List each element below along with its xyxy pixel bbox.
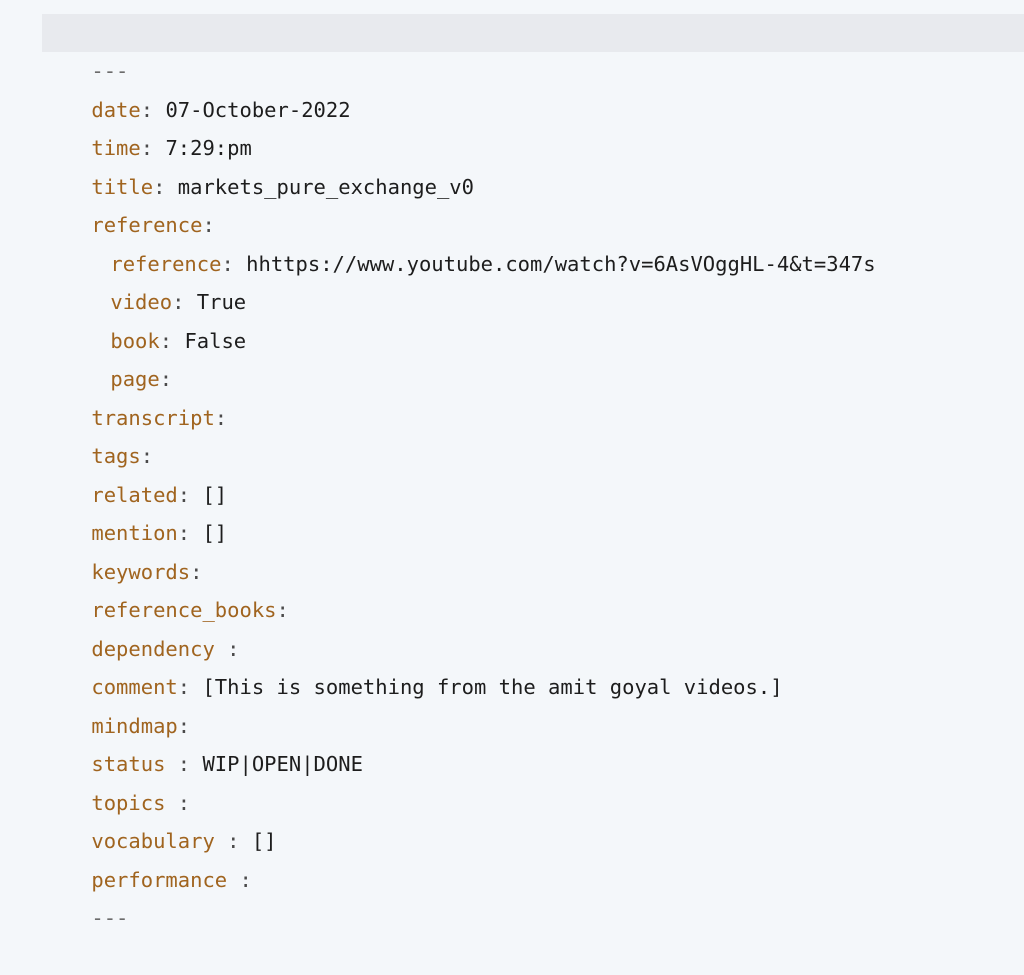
yaml-line-title[interactable]: title: markets_pure_exchange_v0 — [42, 130, 1024, 199]
yaml-separator: : — [214, 637, 240, 661]
yaml-separator: : — [140, 444, 154, 468]
yaml-line-transcript[interactable]: transcript: — [42, 361, 1024, 430]
yaml-key: time — [91, 136, 141, 160]
yaml-value: [] — [251, 829, 277, 853]
yaml-line-status[interactable]: status : WIP|OPEN|DONE — [42, 707, 1024, 776]
yaml-separator: : — [177, 675, 203, 699]
yaml-separator: : — [214, 829, 252, 853]
yaml-value: False — [184, 329, 247, 353]
yaml-value: [] — [202, 521, 228, 545]
yaml-line-mindmap[interactable]: mindmap: — [42, 669, 1024, 738]
yaml-line-reference[interactable]: reference: — [42, 168, 1024, 237]
yaml-key: topics — [91, 791, 166, 815]
yaml-separator: : — [159, 367, 173, 391]
yaml-separator: : — [159, 329, 185, 353]
yaml-key: vocabulary — [91, 829, 215, 853]
yaml-separator: : — [140, 98, 166, 122]
yaml-separator: : — [190, 560, 203, 584]
yaml-line-reference-url[interactable]: reference: hhttps://www.youtube.com/watc… — [61, 207, 1024, 276]
yaml-key: transcript — [91, 406, 215, 430]
yaml-value: [This is something from the amit goyal v… — [202, 675, 783, 699]
yaml-key: keywords — [91, 560, 191, 584]
yaml-key: book — [110, 329, 160, 353]
yaml-separator: : — [214, 406, 228, 430]
yaml-key: reference_books — [91, 598, 277, 622]
yaml-separator: : — [221, 252, 247, 276]
yaml-key: page — [110, 367, 160, 391]
yaml-key: tags — [91, 444, 141, 468]
yaml-line-comment[interactable]: comment: [This is something from the ami… — [42, 630, 1024, 699]
yaml-line-time[interactable]: time: 7:29:pm — [42, 91, 1024, 160]
yaml-line-topics[interactable]: topics : — [42, 746, 1024, 815]
frontmatter-open-line[interactable]: --- — [42, 14, 1024, 83]
yaml-line-related[interactable]: related: [] — [42, 438, 1024, 507]
yaml-line-reference-books[interactable]: reference_books: — [42, 553, 1024, 622]
yaml-key: title — [91, 175, 154, 199]
yaml-value: markets_pure_exchange_v0 — [177, 175, 474, 199]
yaml-separator: : — [177, 714, 191, 738]
yaml-key: mindmap — [91, 714, 178, 738]
yaml-value: [] — [202, 483, 228, 507]
yaml-line-keywords[interactable]: keywords: — [42, 515, 1024, 584]
yaml-key: reference — [110, 252, 222, 276]
frontmatter-delimiter: --- — [91, 59, 129, 83]
yaml-line-vocabulary[interactable]: vocabulary : [] — [42, 784, 1024, 853]
yaml-line-date[interactable]: date: 07-October-2022 — [42, 53, 1024, 122]
yaml-value: 7:29:pm — [165, 136, 252, 160]
yaml-separator: : — [227, 868, 252, 892]
frontmatter-close-line[interactable]: --- — [42, 861, 1024, 930]
yaml-key: video — [110, 290, 173, 314]
yaml-line-dependency[interactable]: dependency : — [42, 592, 1024, 661]
yaml-separator: : — [165, 791, 191, 815]
yaml-line-book[interactable]: book: False — [61, 284, 1024, 353]
frontmatter-delimiter: --- — [91, 906, 129, 930]
yaml-separator: : — [172, 290, 197, 314]
yaml-value: 07-October-2022 — [165, 98, 351, 122]
yaml-separator: : — [177, 521, 203, 545]
yaml-line-video[interactable]: video: True — [61, 245, 1024, 314]
yaml-separator: : — [202, 213, 215, 237]
yaml-separator: : — [153, 175, 178, 199]
yaml-key: reference — [91, 213, 203, 237]
yaml-key: status — [91, 752, 166, 776]
yaml-key: performance — [91, 868, 228, 892]
yaml-separator: : — [276, 598, 289, 622]
yaml-line-mention[interactable]: mention: [] — [42, 476, 1024, 545]
yaml-separator: : — [165, 752, 203, 776]
yaml-line-tags[interactable]: tags: — [42, 399, 1024, 468]
yaml-key: date — [91, 98, 141, 122]
yaml-key: comment — [91, 675, 178, 699]
yaml-key: related — [91, 483, 178, 507]
yaml-separator: : — [140, 136, 166, 160]
yaml-value: hhttps://www.youtube.com/watch?v=6AsVOgg… — [246, 252, 876, 276]
yaml-value: True — [196, 290, 247, 314]
yaml-value: WIP|OPEN|DONE — [202, 752, 363, 776]
editor-pane[interactable]: --- date: 07-October-2022 time: 7:29:pm … — [0, 0, 1024, 930]
yaml-line-page[interactable]: page: — [61, 322, 1024, 391]
yaml-line-performance[interactable]: performance : — [42, 823, 1024, 892]
yaml-key: dependency — [91, 637, 215, 661]
yaml-key: mention — [91, 521, 178, 545]
yaml-separator: : — [177, 483, 203, 507]
